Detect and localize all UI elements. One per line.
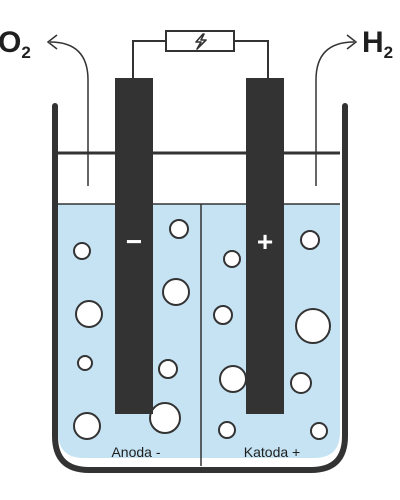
cathode-label: Katoda + bbox=[244, 444, 300, 460]
oxygen-subscript: 2 bbox=[21, 43, 30, 62]
bubble bbox=[158, 359, 178, 379]
arrowhead-right bbox=[346, 34, 358, 50]
positive-sign: + bbox=[257, 226, 273, 257]
bubble bbox=[169, 219, 189, 239]
bubble bbox=[77, 355, 93, 371]
curved-arrow-icon bbox=[49, 41, 89, 186]
container bbox=[52, 103, 348, 473]
hydrogen-subscript: 2 bbox=[384, 43, 393, 62]
lightning-bolt-icon bbox=[195, 33, 207, 50]
bubble bbox=[213, 305, 233, 325]
bubble bbox=[149, 402, 181, 434]
cathode-electrode bbox=[246, 78, 284, 414]
bubble bbox=[75, 300, 103, 328]
wire-right bbox=[234, 40, 269, 78]
oxygen-label: O2 bbox=[0, 26, 31, 62]
bubbles bbox=[73, 219, 331, 440]
bubble bbox=[223, 250, 241, 268]
bubble bbox=[290, 372, 312, 394]
anode-electrode bbox=[115, 78, 153, 414]
bubble bbox=[73, 412, 101, 440]
hydrogen-symbol: H bbox=[362, 26, 384, 59]
bubble bbox=[300, 230, 320, 250]
bubble bbox=[162, 278, 190, 306]
bubble bbox=[218, 421, 236, 439]
power-source bbox=[165, 30, 235, 52]
bubble bbox=[310, 422, 328, 440]
oxygen-symbol: O bbox=[0, 26, 21, 59]
bubble bbox=[73, 242, 91, 260]
bubble bbox=[219, 365, 247, 393]
arrowhead-left bbox=[46, 34, 58, 50]
hydrogen-label: H2 bbox=[362, 26, 393, 62]
anode-label: Anoda - bbox=[111, 444, 160, 460]
negative-sign: − bbox=[126, 226, 142, 257]
curved-arrow-icon bbox=[315, 41, 355, 186]
bubble bbox=[295, 308, 331, 344]
wire-left bbox=[132, 40, 166, 78]
